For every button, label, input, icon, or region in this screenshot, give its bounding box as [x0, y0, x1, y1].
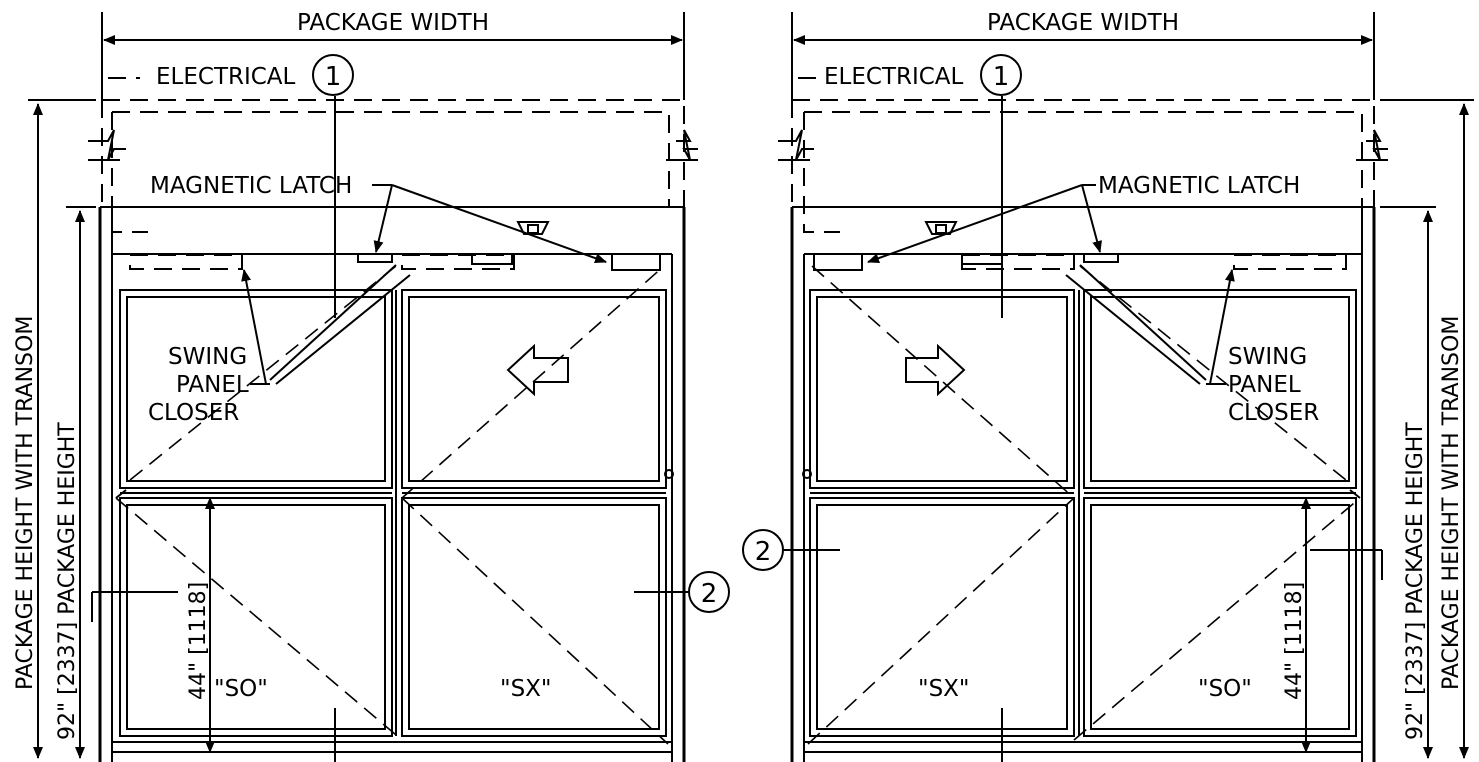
- right-panel-label: PANEL: [1228, 372, 1301, 398]
- left-swing-label: SWING: [168, 344, 247, 370]
- right-44-dimension: 44" [1118]: [1282, 582, 1307, 700]
- right-swing-label: SWING: [1228, 344, 1307, 370]
- left-callout-1: 1: [325, 62, 342, 92]
- right-electrical-label: ELECTRICAL: [824, 64, 964, 90]
- right-package-width-label: PACKAGE WIDTH: [987, 10, 1179, 36]
- right-callout-2: 2: [755, 537, 772, 567]
- right-so-label: "SO": [1198, 676, 1252, 702]
- left-closer-label: CLOSER: [148, 400, 239, 426]
- left-electrical-label: ELECTRICAL: [156, 64, 296, 90]
- right-callout-1-circle: [980, 54, 1022, 96]
- left-callout-1-circle: [312, 54, 354, 96]
- right-package-height-label: 92" [2337] PACKAGE HEIGHT: [1403, 422, 1428, 740]
- left-callout-2: 2: [701, 579, 718, 609]
- left-elevation: PACKAGE WIDTH: [13, 10, 730, 762]
- left-panel-label: PANEL: [176, 372, 249, 398]
- left-height-with-transom-label: PACKAGE HEIGHT WITH TRANSOM: [13, 316, 38, 690]
- package-width-label: PACKAGE WIDTH: [297, 10, 489, 36]
- right-callout-2-circle: [742, 529, 784, 571]
- right-elevation: PACKAGE WIDTH: [742, 10, 1474, 762]
- right-sx-label: "SX": [918, 676, 970, 702]
- right-height-with-transom-label: PACKAGE HEIGHT WITH TRANSOM: [1439, 316, 1464, 690]
- right-magnetic-latch-label: MAGNETIC LATCH: [1098, 173, 1300, 199]
- left-sx-label: "SX": [500, 676, 552, 702]
- left-44-dimension: 44" [1118]: [186, 582, 211, 700]
- left-so-label: "SO": [214, 676, 268, 702]
- left-callout-2-circle: [688, 571, 730, 613]
- right-closer-label: CLOSER: [1228, 400, 1319, 426]
- left-magnetic-latch-label: MAGNETIC LATCH: [150, 173, 352, 199]
- left-package-height-label: 92" [2337] PACKAGE HEIGHT: [55, 422, 80, 740]
- right-callout-1: 1: [993, 62, 1010, 92]
